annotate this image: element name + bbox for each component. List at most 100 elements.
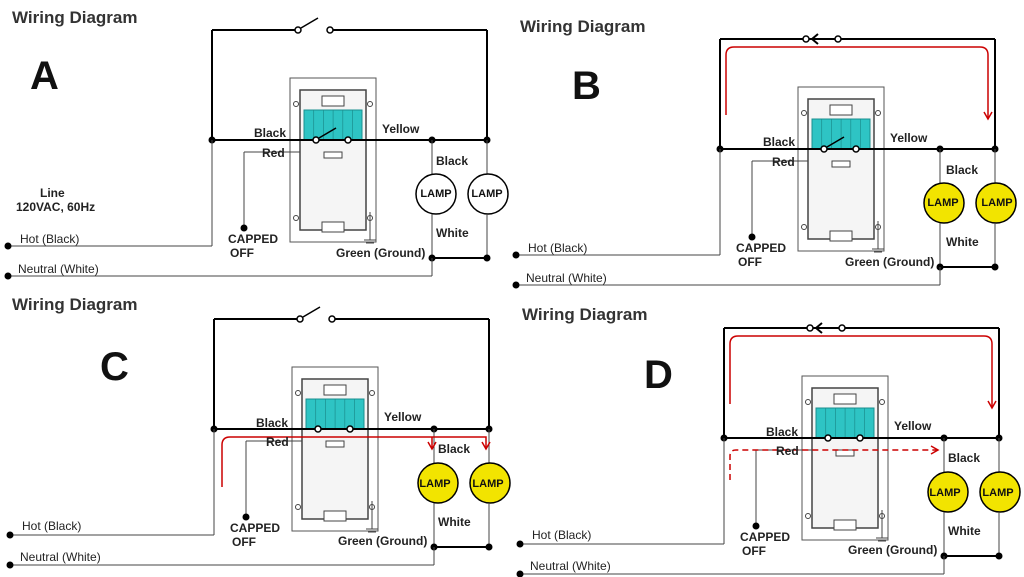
lamp-2-label: LAMP [472, 478, 504, 490]
panel-a: Wiring Diagram A Black Red Yellow Black … [0, 0, 512, 288]
label-capped: CAPPED [740, 530, 791, 544]
led-window [325, 440, 345, 448]
external-switch-open [300, 17, 319, 29]
label-capped: CAPPED [736, 241, 787, 255]
relay-contact [852, 145, 860, 153]
label-capped: CAPPED [228, 232, 279, 246]
sensor-flow-arrowhead [481, 441, 491, 451]
mount-tab [829, 104, 853, 116]
screw-icon [805, 513, 811, 519]
screw-icon [369, 390, 375, 396]
junction-dot [995, 552, 1003, 560]
junction-dot [6, 531, 14, 539]
label-hot: Hot (Black) [22, 519, 82, 533]
lamp-2-label: LAMP [471, 188, 503, 200]
lamp-1-label: LAMP [927, 197, 959, 209]
relay-open [318, 127, 337, 139]
switch-terminal [326, 26, 334, 34]
panel-letter: C [100, 345, 129, 389]
lamp-2-icon [467, 173, 509, 215]
screw-icon [879, 399, 885, 405]
switch-flow-arrow [725, 46, 989, 119]
label-black: Black [763, 135, 796, 149]
label-red: Red [262, 146, 285, 160]
wiring-svg-b [512, 33, 1017, 289]
label-ground: Green (Ground) [336, 246, 426, 260]
label-line: Line [40, 186, 65, 200]
switch-terminal [294, 26, 302, 34]
screw-icon [805, 399, 811, 405]
mount-tab [323, 384, 347, 396]
label-line-voltage: 120VAC, 60Hz [16, 200, 96, 214]
screw-icon [293, 101, 299, 107]
junction-dot [512, 251, 520, 259]
label-black-lamp: Black [948, 451, 981, 465]
label-off: OFF [230, 246, 254, 260]
panel-title: Wiring Diagram [522, 305, 648, 324]
label-black-lamp: Black [946, 163, 979, 177]
relay-contact [856, 434, 864, 442]
switch-arrow-icon [814, 322, 823, 334]
label-red: Red [266, 435, 289, 449]
mount-tab [321, 221, 345, 233]
mount-tab [323, 510, 347, 522]
panel-title: Wiring Diagram [12, 8, 138, 27]
wall-plate [801, 375, 889, 541]
label-yellow: Yellow [384, 410, 422, 424]
mount-tab [321, 95, 345, 107]
label-hot: Hot (Black) [532, 528, 592, 542]
switch-flow-arrowhead [983, 111, 993, 121]
wall-plate [797, 86, 885, 252]
label-red: Red [772, 155, 795, 169]
label-ground: Green (Ground) [338, 534, 428, 548]
relay-contact [312, 136, 320, 144]
lamp-1-icon [923, 182, 965, 224]
capped-dot [240, 224, 248, 232]
label-red: Red [776, 444, 799, 458]
label-ground: Green (Ground) [848, 543, 938, 557]
junction-dot [485, 543, 493, 551]
label-neutral: Neutral (White) [18, 262, 99, 276]
mount-tab [833, 519, 857, 531]
relay-contact [820, 145, 828, 153]
switch-terminal [328, 315, 336, 323]
junction-dot [991, 263, 999, 271]
switch-terminal [838, 324, 846, 332]
label-white: White [436, 226, 469, 240]
screw-icon [367, 101, 373, 107]
wiring-svg-c [6, 306, 511, 569]
label-black-lamp: Black [438, 442, 471, 456]
junction-dot [516, 540, 524, 548]
junction-dot [512, 281, 520, 289]
relay-contact [824, 434, 832, 442]
lamp-1-icon [415, 173, 457, 215]
junction-dot [6, 561, 14, 569]
relay-contact [346, 425, 354, 433]
sensor-flow-arrowhead [427, 441, 437, 451]
label-white: White [948, 524, 981, 538]
capped-dot [242, 513, 250, 521]
lamp-2-label: LAMP [982, 487, 1014, 499]
label-capped: CAPPED [230, 521, 281, 535]
label-white: White [438, 515, 471, 529]
label-off: OFF [738, 255, 762, 269]
label-black: Black [766, 425, 799, 439]
led-window [831, 160, 851, 168]
lamp-1-icon [417, 462, 459, 504]
sensor-flow-arrowhead [930, 445, 940, 455]
panel-title: Wiring Diagram [12, 295, 138, 314]
label-yellow: Yellow [894, 419, 932, 433]
screw-icon [295, 504, 301, 510]
label-neutral: Neutral (White) [526, 271, 607, 285]
relay-open [826, 136, 845, 148]
panel-title: Wiring Diagram [520, 17, 646, 36]
capped-dot [752, 522, 760, 530]
mount-tab [829, 230, 853, 242]
switch-terminal [806, 324, 814, 332]
label-neutral: Neutral (White) [20, 550, 101, 564]
label-neutral: Neutral (White) [530, 559, 611, 573]
screw-icon [293, 215, 299, 221]
wiring-svg-a [4, 17, 509, 280]
screw-icon [295, 390, 301, 396]
switch-arrow-icon [810, 33, 819, 45]
